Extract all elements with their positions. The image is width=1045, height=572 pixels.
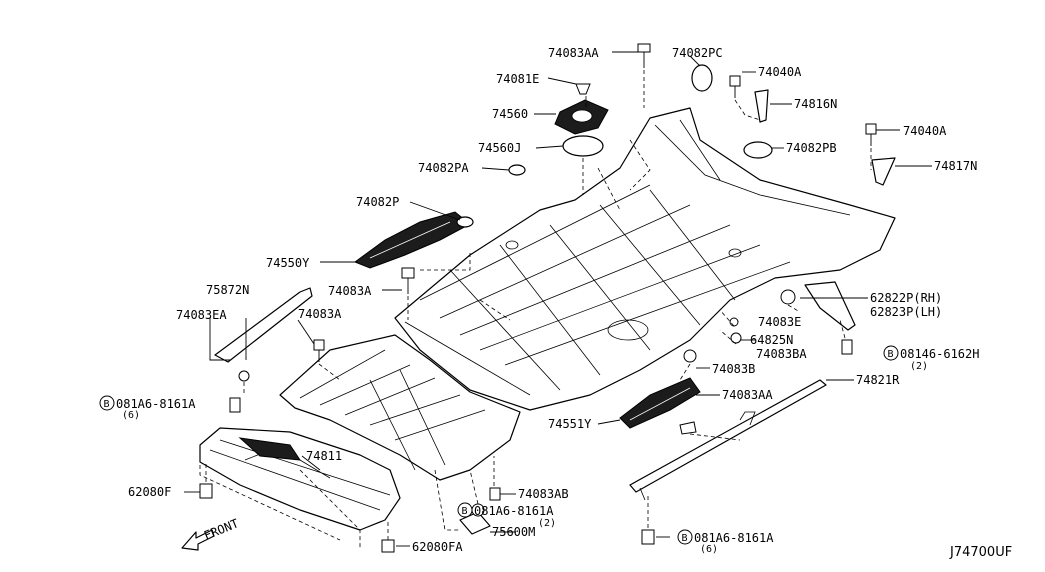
label-74083BA: 74083BA — [756, 347, 807, 361]
label-62080F: 62080F — [128, 485, 171, 499]
seal-74560J — [562, 135, 604, 157]
label-74082PB: 74082PB — [786, 141, 837, 155]
label-74082PA: 74082PA — [418, 161, 469, 175]
plug-74082PB — [743, 141, 773, 159]
bolt-74083AB — [489, 487, 501, 501]
bolt-74083EA — [238, 370, 250, 382]
insulator-74551Y — [619, 377, 701, 429]
label-74040A-2: 74040A — [903, 124, 947, 138]
label-62823P: 62823P(LH) — [870, 305, 942, 319]
label-74081E: 74081E — [496, 72, 539, 86]
clip-74083AA-bot — [679, 421, 697, 435]
label-74560: 74560 — [492, 107, 528, 121]
bolt-74083A-1 — [401, 267, 415, 294]
label-081A6-mid-qty: (2) — [538, 518, 556, 529]
label-74083E: 74083E — [758, 315, 801, 329]
label-74083AA-bot: 74083AA — [722, 388, 773, 402]
clip-74081E — [575, 83, 591, 95]
bolt-symbol-right-lower: B — [682, 533, 688, 544]
fasteners — [199, 43, 877, 553]
bolt-symbol-mid: B — [462, 506, 468, 517]
label-62822P: 62822P(RH) — [870, 291, 942, 305]
label-081A6-right-qty: (6) — [700, 544, 718, 555]
label-74040A-1: 74040A — [758, 65, 802, 79]
plug-74082P — [456, 216, 474, 228]
label-74083A-2: 74083A — [298, 307, 342, 321]
bolt-62080F — [199, 483, 213, 499]
label-74082P: 74082P — [356, 195, 399, 209]
label-62080FA: 62080FA — [412, 540, 463, 554]
bolt-081A6-left — [229, 397, 241, 413]
bolt-62080FA — [381, 539, 395, 553]
label-74083A-1: 74083A — [328, 284, 372, 298]
bracket-62822P — [804, 281, 856, 331]
floor-panel — [394, 107, 896, 411]
diagram-code: J74700UF — [949, 545, 1012, 560]
label-64825N: 64825N — [750, 333, 793, 347]
plug-74082PC — [691, 64, 713, 92]
label-75872N: 75872N — [206, 283, 249, 297]
bolt-74083A-2 — [313, 339, 325, 362]
label-75600M: 75600M — [492, 525, 535, 539]
bolt-symbols: B B B B — [99, 345, 899, 545]
insulator-74550Y — [353, 211, 471, 269]
leader-lines — [184, 51, 932, 547]
label-74817N: 74817N — [934, 159, 977, 173]
front-arrow — [181, 529, 215, 551]
label-74816N: 74816N — [794, 97, 837, 111]
bracket-74817N — [871, 157, 896, 186]
label-74821R: 74821R — [856, 373, 900, 387]
nut-74083BA — [730, 332, 742, 344]
label-081A6-left-qty: (6) — [122, 410, 140, 421]
bolt-74083AA-top — [637, 43, 651, 68]
label-74082PC: 74082PC — [672, 46, 723, 60]
service-cover-74560 — [554, 99, 609, 135]
bolt-081A6-right — [641, 529, 655, 545]
guide-lines — [199, 70, 872, 550]
label-74083AA-top: 74083AA — [548, 46, 599, 60]
plug-74082PA — [508, 164, 526, 176]
clip-74083E — [780, 289, 796, 305]
label-74560J: 74560J — [478, 141, 521, 155]
clip-74083B — [683, 349, 697, 363]
label-74083B: 74083B — [712, 362, 755, 376]
label-74811: 74811 — [306, 449, 342, 463]
clip-74040A-2 — [865, 123, 877, 146]
part-labels: 74083AA 74082PC 74081E 74040A 74816N 745… — [116, 46, 1012, 560]
label-front: FRONT — [202, 516, 241, 543]
label-081A6-mid: 081A6-8161A — [474, 504, 554, 518]
rail-75872N — [214, 287, 313, 363]
clip-74040A-1 — [729, 75, 741, 98]
label-74083AB: 74083AB — [518, 487, 569, 501]
label-081A6-left: 081A6-8161A — [116, 397, 196, 411]
label-08146: 08146-6162H — [900, 347, 979, 361]
rail-74821R — [629, 379, 827, 501]
rear-floor-section — [279, 334, 521, 481]
label-74551Y: 74551Y — [548, 417, 592, 431]
bolt-08146 — [841, 339, 853, 355]
clip-64825N — [729, 317, 739, 327]
label-74083EA: 74083EA — [176, 308, 227, 322]
label-08146-qty: (2) — [910, 361, 928, 372]
bolt-symbol-right-upper: B — [888, 349, 894, 360]
label-74550Y: 74550Y — [266, 256, 310, 270]
label-081A6-right: 081A6-8161A — [694, 531, 774, 545]
bracket-74816N — [754, 89, 769, 123]
under-cover-74811 — [199, 427, 401, 531]
clip-75600M — [459, 511, 491, 535]
bolt-symbol-left: B — [104, 399, 110, 410]
